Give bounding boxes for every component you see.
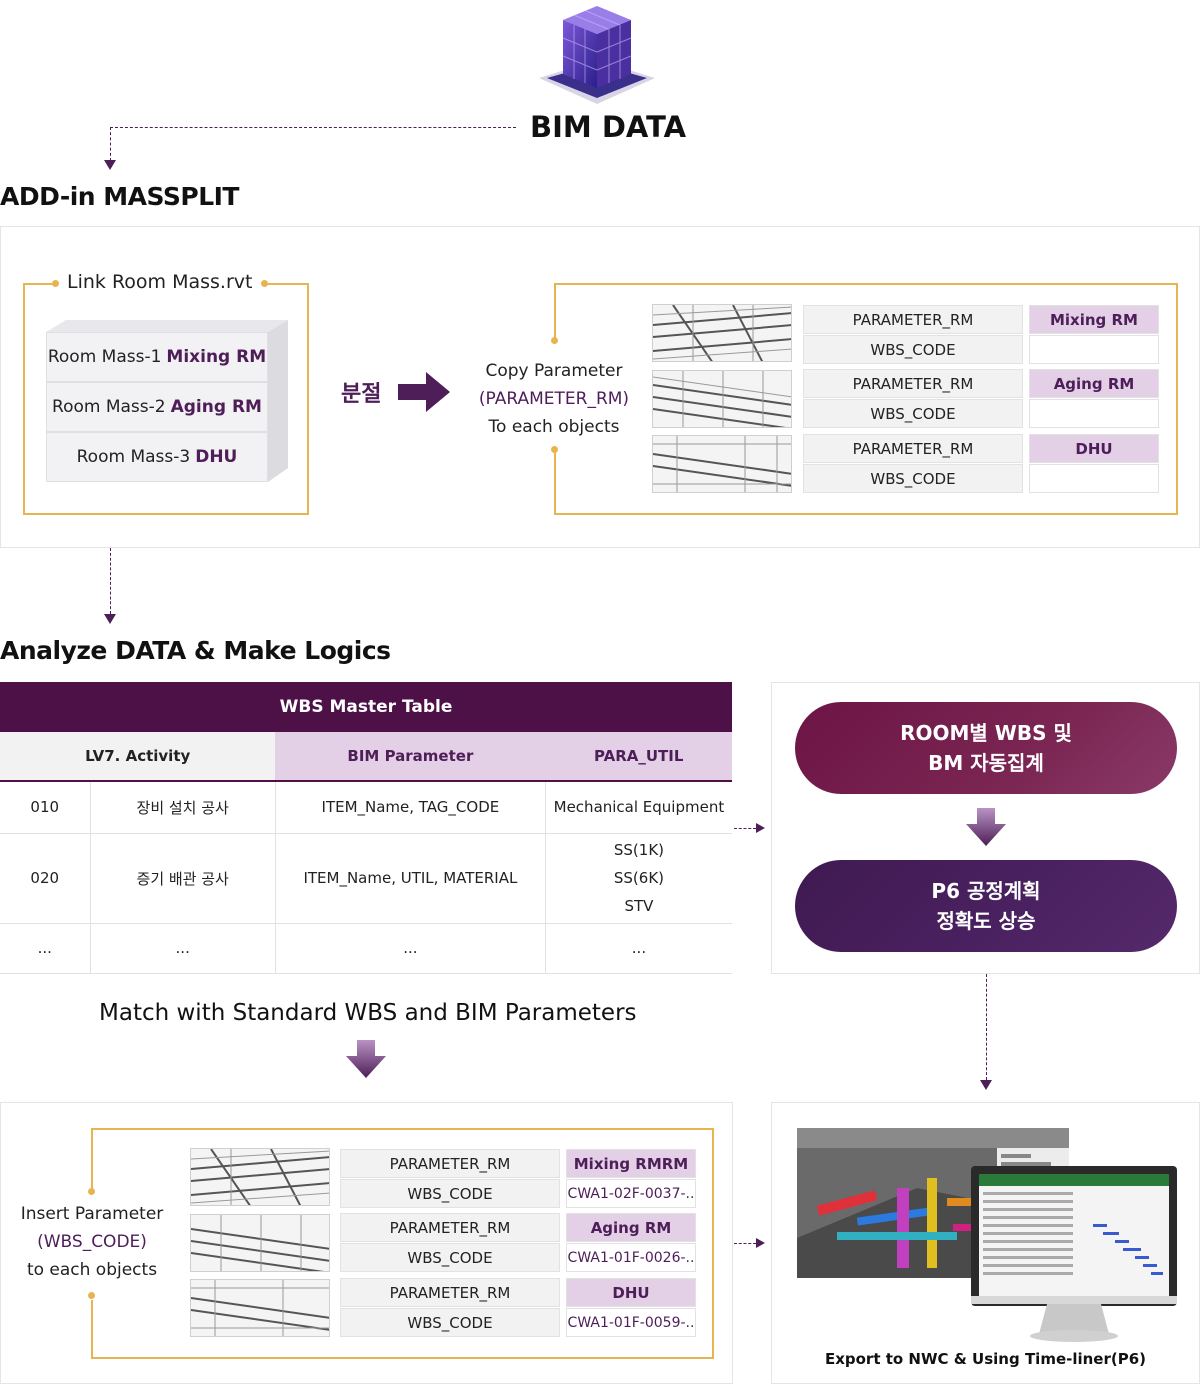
connector-line: [110, 127, 111, 161]
split-label: 분절: [341, 382, 382, 407]
bim-model-thumbnail: [190, 1214, 330, 1272]
parameter-rm-value: Aging RM: [566, 1213, 696, 1242]
gold-dot: [88, 1188, 95, 1195]
parameter-rm-cell: PARAMETER_RM: [803, 305, 1023, 334]
wbs-code-value: [1029, 335, 1159, 364]
wbs-code-value: CWA1-01F-0026-..: [566, 1243, 696, 1272]
insert-parameter-text: Insert Parameter (WBS_CODE) to each obje…: [20, 1204, 164, 1280]
arrow-right-icon: [398, 372, 450, 412]
wbs-code-cell: WBS_CODE: [803, 335, 1023, 364]
parameter-rm-value: DHU: [1029, 434, 1159, 463]
parameter-rm-value: Aging RM: [1029, 369, 1159, 398]
wbs-code-cell: WBS_CODE: [803, 399, 1023, 428]
parameter-rm-cell: PARAMETER_RM: [340, 1213, 560, 1242]
wbs-code-cell: WBS_CODE: [803, 464, 1023, 493]
bim-model-thumbnail: [652, 370, 792, 428]
bim-model-thumbnail: [652, 304, 792, 362]
parameter-rm-cell: PARAMETER_RM: [803, 369, 1023, 398]
arrow-right-icon: [756, 823, 765, 833]
arrow-down-icon: [104, 160, 116, 170]
table-header: LV7. Activity: [0, 732, 276, 782]
mass-stack-depth: [46, 320, 288, 482]
table-row: ... ... ... ...: [0, 923, 732, 974]
bim-data-label: BIM DATA: [530, 110, 687, 144]
wbs-code-cell: WBS_CODE: [340, 1243, 560, 1272]
connector-line: [110, 127, 516, 128]
wbs-master-table: WBS Master Table LV7. Activity BIM Param…: [0, 682, 732, 974]
arrow-right-icon: [756, 1238, 765, 1248]
connector-line: [734, 1243, 756, 1244]
arrow-down-icon: [966, 808, 1006, 846]
gold-dot: [551, 337, 558, 344]
parameter-rm-value: DHU: [566, 1278, 696, 1307]
connector-line: [734, 828, 756, 829]
section-title-analyze: Analyze DATA & Make Logics: [0, 636, 391, 665]
connector-line: [986, 974, 987, 1080]
wbs-code-value: [1029, 464, 1159, 493]
gold-dot: [52, 280, 59, 287]
parameter-rm-value: Mixing RMRM: [566, 1149, 696, 1178]
copy-parameter-text: Copy Parameter (PARAMETER_RM) To each ob…: [478, 361, 630, 437]
table-row: 020 증기 배관 공사 ITEM_Name, UTIL, MATERIAL S…: [0, 833, 732, 924]
bim-model-thumbnail: [190, 1148, 330, 1206]
parameter-rm-value: Mixing RM: [1029, 305, 1159, 334]
wbs-code-cell: WBS_CODE: [340, 1308, 560, 1337]
table-header: PARA_UTIL: [545, 732, 732, 782]
section-title-massplit: ADD-in MASSPLIT: [0, 182, 239, 211]
table-row: 010 장비 설치 공사 ITEM_Name, TAG_CODE Mechani…: [0, 781, 732, 834]
wbs-code-value: CWA1-02F-0037-..: [566, 1179, 696, 1208]
arrow-down-icon: [346, 1040, 386, 1078]
wbs-code-value: CWA1-01F-0059-..: [566, 1308, 696, 1337]
bim-model-thumbnail: [652, 435, 792, 493]
link-room-frame: [23, 283, 309, 515]
wbs-code-value: [1029, 399, 1159, 428]
link-room-mass-label: Link Room Mass.rvt: [67, 271, 253, 293]
gold-dot: [88, 1292, 95, 1299]
match-label: Match with Standard WBS and BIM Paramete…: [99, 1000, 637, 1026]
gold-dot: [261, 280, 268, 287]
table-title: WBS Master Table: [279, 697, 453, 717]
parameter-rm-cell: PARAMETER_RM: [340, 1278, 560, 1307]
parameter-rm-cell: PARAMETER_RM: [340, 1149, 560, 1178]
connector-line: [110, 548, 111, 614]
bim-model-thumbnail: [190, 1279, 330, 1337]
gold-dot: [551, 446, 558, 453]
table-header: BIM Parameter: [275, 732, 546, 782]
arrow-down-icon: [980, 1080, 992, 1090]
wbs-code-cell: WBS_CODE: [340, 1179, 560, 1208]
cube-icon: [539, 6, 655, 104]
arrow-down-icon: [104, 614, 116, 624]
navisworks-screenshot: [797, 1128, 1177, 1342]
parameter-rm-cell: PARAMETER_RM: [803, 434, 1023, 463]
export-label: Export to NWC & Using Time-liner(P6): [824, 1350, 1147, 1368]
